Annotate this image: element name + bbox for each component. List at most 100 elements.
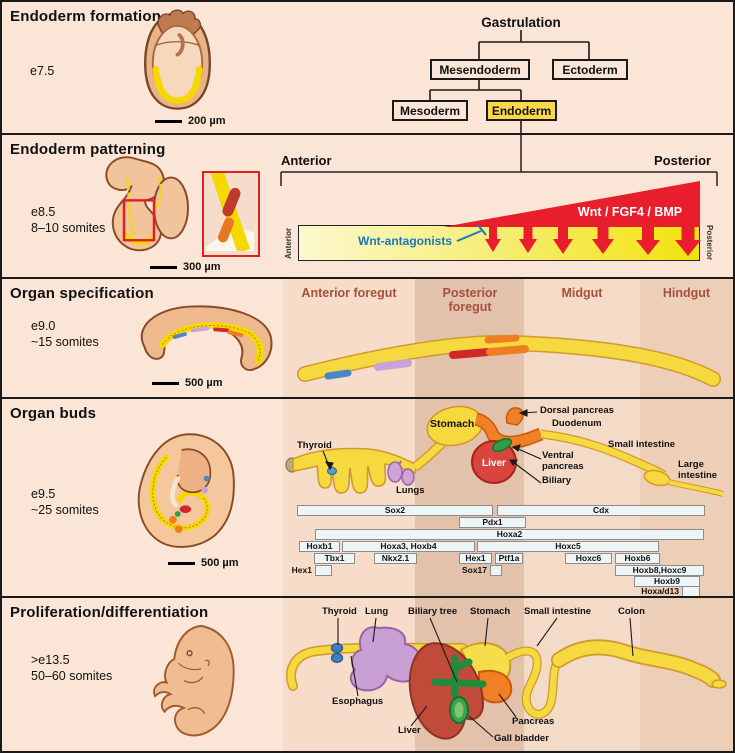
flowchart-node-mesoderm: Mesoderm [392,100,468,121]
organ-label-small-intestine: Small intestine [524,606,592,617]
gene-label-hoxa-d13: Hoxa/d13 [641,586,679,596]
panel-proliferation-differentiation: Proliferation/differentiation >e13.5 50–… [2,596,733,751]
flowchart-connectors [429,30,590,133]
region-label-posterior-foregut: Posterior foregut [442,286,498,314]
gene-label-sox17: Sox17 [461,565,487,575]
thyroid-lobe [330,642,344,654]
flowchart-node-gastrulation: Gastrulation [481,15,561,30]
panel-title-organ-buds: Organ buds [10,405,97,422]
region-label-hindgut: Hindgut [662,286,711,300]
panel-title-endoderm-formation: Endoderm formation [10,8,162,25]
gene-bar-hoxa3-hoxb4: Hoxa3, Hoxb4 [342,541,475,552]
wnt-fgf4-bmp-label: Wnt / FGF4 / BMP [577,205,683,219]
panel-organ-specification: Organ specification Anterior foregut Pos… [2,277,733,397]
gene-bar-pdx1: Pdx1 [459,517,526,528]
flowchart-node-ectoderm: Ectoderm [552,59,628,80]
gene-bar-hoxc5: Hoxc5 [477,541,659,552]
gene-bar-tbx1: Tbx1 [314,553,355,564]
scalebar-500um: 500 µm [152,377,223,389]
dorsal-pancreas-bud [505,407,524,426]
inhibition-symbol [456,224,487,242]
stage-label-e7-5: e7.5 [30,64,55,78]
panel-endoderm-formation: Endoderm formation e7.5 200 µm Gastrulat… [2,2,733,133]
organ-label-dorsal-pancreas: Dorsal pancreas [540,405,614,416]
colon-tip [711,679,727,689]
scalebar-200um: 200 µm [155,115,226,127]
organ-label-stomach: Stomach [470,606,511,617]
panel-endoderm-patterning: Endoderm patterning e8.5 8–10 somites 30… [2,133,733,277]
organ-label-biliary: Biliary [542,475,572,486]
bar-anterior-label: Anterior [284,227,293,259]
liver-field-segment [449,348,492,359]
scalebar-line [152,381,179,385]
gene-bar-hex1 [315,565,332,576]
scalebar-500um: 500 µm [168,557,239,569]
fetus-eye [186,650,193,657]
gene-bar-nkx2-1: Nkx2.1 [374,553,417,564]
organ-label-thyroid: Thyroid [297,440,332,451]
magnified-inset [202,171,260,257]
lung-bud [401,468,415,486]
region-band-midgut [524,598,640,751]
gut-endoderm-dashed [125,179,137,236]
lung-bud [387,461,403,483]
flowchart-node-endoderm: Endoderm [486,100,557,121]
stage-label-e9-5: e9.5 ~25 somites [31,487,99,517]
patterning-graphics [280,135,718,256]
organ-label-biliary-tree: Biliary tree [408,606,458,617]
inset-illustration [204,173,254,254]
large-intestine-tube [668,480,724,496]
organ-label-large-intestine: Large intestine [678,459,718,481]
fetus-illustration [153,624,235,737]
organ-label-esophagus: Esophagus [332,696,384,707]
organ-label-gall-bladder: Gall bladder [494,733,549,744]
ventral-pancreas-bud [491,438,513,452]
stage-label-e9-0: e9.0 ~15 somites [31,319,99,349]
organ-label-small-intestine: Small intestine [608,439,676,450]
differentiated-organs-illustration [286,617,727,740]
region-label-anterior-foregut: Anterior foregut [301,286,397,300]
gene-bar-hoxb9: Hoxb9 [634,576,700,587]
organ-label-stomach: Stomach [430,418,475,430]
lung-field-segment [324,369,352,380]
gene-bar-sox2: Sox2 [297,505,493,516]
colon [552,641,720,687]
dorsal-pancreas-field-segment [484,334,520,344]
panel-organ-buds: Organ buds e9.5 ~25 somites 500 µm [2,397,733,597]
gene-bar-hoxb8-hoxc9: Hoxb8,Hoxc9 [615,565,704,576]
flowchart-node-mesendoderm: Mesendoderm [430,59,530,80]
wnt-gradient-wedge [443,181,700,227]
gene-bar-hex1: Hex1 [459,553,492,564]
scalebar-300um: 300 µm [150,261,221,273]
panel-title-proliferation: Proliferation/differentiation [10,604,209,621]
gene-bar-sox17 [490,565,502,576]
gene-bar-hoxb1: Hoxb1 [299,541,340,552]
scalebar-line [150,265,177,269]
axis-posterior-label: Posterior [654,153,712,168]
organ-label-colon: Colon [618,606,645,617]
embryo-e9-0-illustration [140,305,273,371]
embryo-e7-5-illustration [144,9,211,110]
bar-posterior-label: Posterior [705,225,714,261]
gene-bar-hoxc6: Hoxc6 [565,553,612,564]
embryo-e8-5-illustration [105,156,189,252]
leader-lines [337,617,634,738]
organ-label-ventral-pancreas: Ventral pancreas [542,450,584,472]
organ-label-thyroid: Thyroid [322,606,357,617]
organ-label-liver: Liver [398,725,421,736]
panel-title-organ-specification: Organ specification [10,285,154,302]
endoderm-layer [152,65,203,104]
small-intestine [505,647,562,718]
signal-arrows [485,226,701,256]
gene-bar-ptf1a: Ptf1a [495,553,523,564]
gene-bar-hoxa2: Hoxa2 [315,529,704,540]
endoderm-gradient-bar [298,225,700,261]
organ-label-duodenum: Duodenum [552,418,602,429]
panel-title-endoderm-patterning: Endoderm patterning [10,141,166,158]
scalebar-line [168,561,195,565]
wnt-antagonists-label: Wnt-antagonists [358,234,452,248]
axis-anterior-label: Anterior [281,153,332,168]
gene-bar-hoxb6: Hoxb6 [615,553,660,564]
organ-label-lungs: Lungs [396,485,425,496]
embryo-e9-5-illustration [137,433,235,548]
